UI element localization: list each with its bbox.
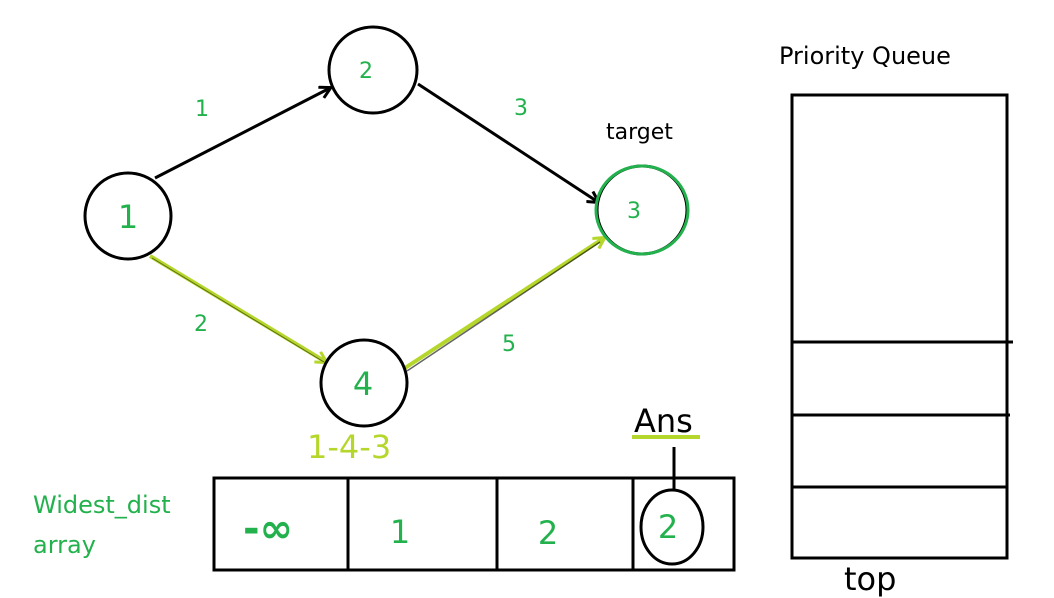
node-4[interactable] (319, 338, 409, 428)
priority-queue-top-label: top (844, 560, 896, 598)
array-cell-0: -∞ (243, 506, 293, 552)
edge-2-3 (417, 82, 598, 202)
answer-label: Ans (634, 402, 693, 440)
target-label: target (606, 120, 673, 145)
edge-weight-1-2: 1 (195, 97, 209, 122)
path-label: 1-4-3 (307, 428, 391, 466)
edge-1-2 (154, 88, 330, 180)
widest-dist-label-line2: array (33, 531, 96, 559)
node-1[interactable] (83, 171, 173, 261)
node-3-label: 3 (627, 199, 641, 224)
node-2[interactable] (327, 25, 419, 115)
priority-queue-box (790, 93, 1013, 560)
answer-circle (639, 488, 705, 566)
widest-dist-array (212, 476, 736, 572)
array-cell-2: 2 (538, 514, 558, 552)
array-cell-1: 1 (390, 513, 410, 551)
node-3-target-ring (594, 164, 690, 256)
edge-4-3[interactable] (403, 238, 604, 370)
edge-4-3-shadow (406, 241, 601, 372)
widest-dist-label-line1: Widest_dist (33, 491, 171, 519)
node-4-label: 4 (353, 365, 373, 403)
node-1-label: 1 (118, 198, 138, 236)
edge-1-4[interactable] (148, 254, 326, 362)
edge-weight-4-3: 5 (502, 332, 516, 357)
edge-1-4-shadow (151, 257, 325, 363)
edge-weight-1-4: 2 (194, 312, 208, 337)
node-2-label: 2 (359, 59, 373, 84)
priority-queue-title: Priority Queue (779, 42, 951, 70)
edge-weight-2-3: 3 (514, 96, 528, 121)
array-cell-3: 2 (658, 508, 678, 546)
